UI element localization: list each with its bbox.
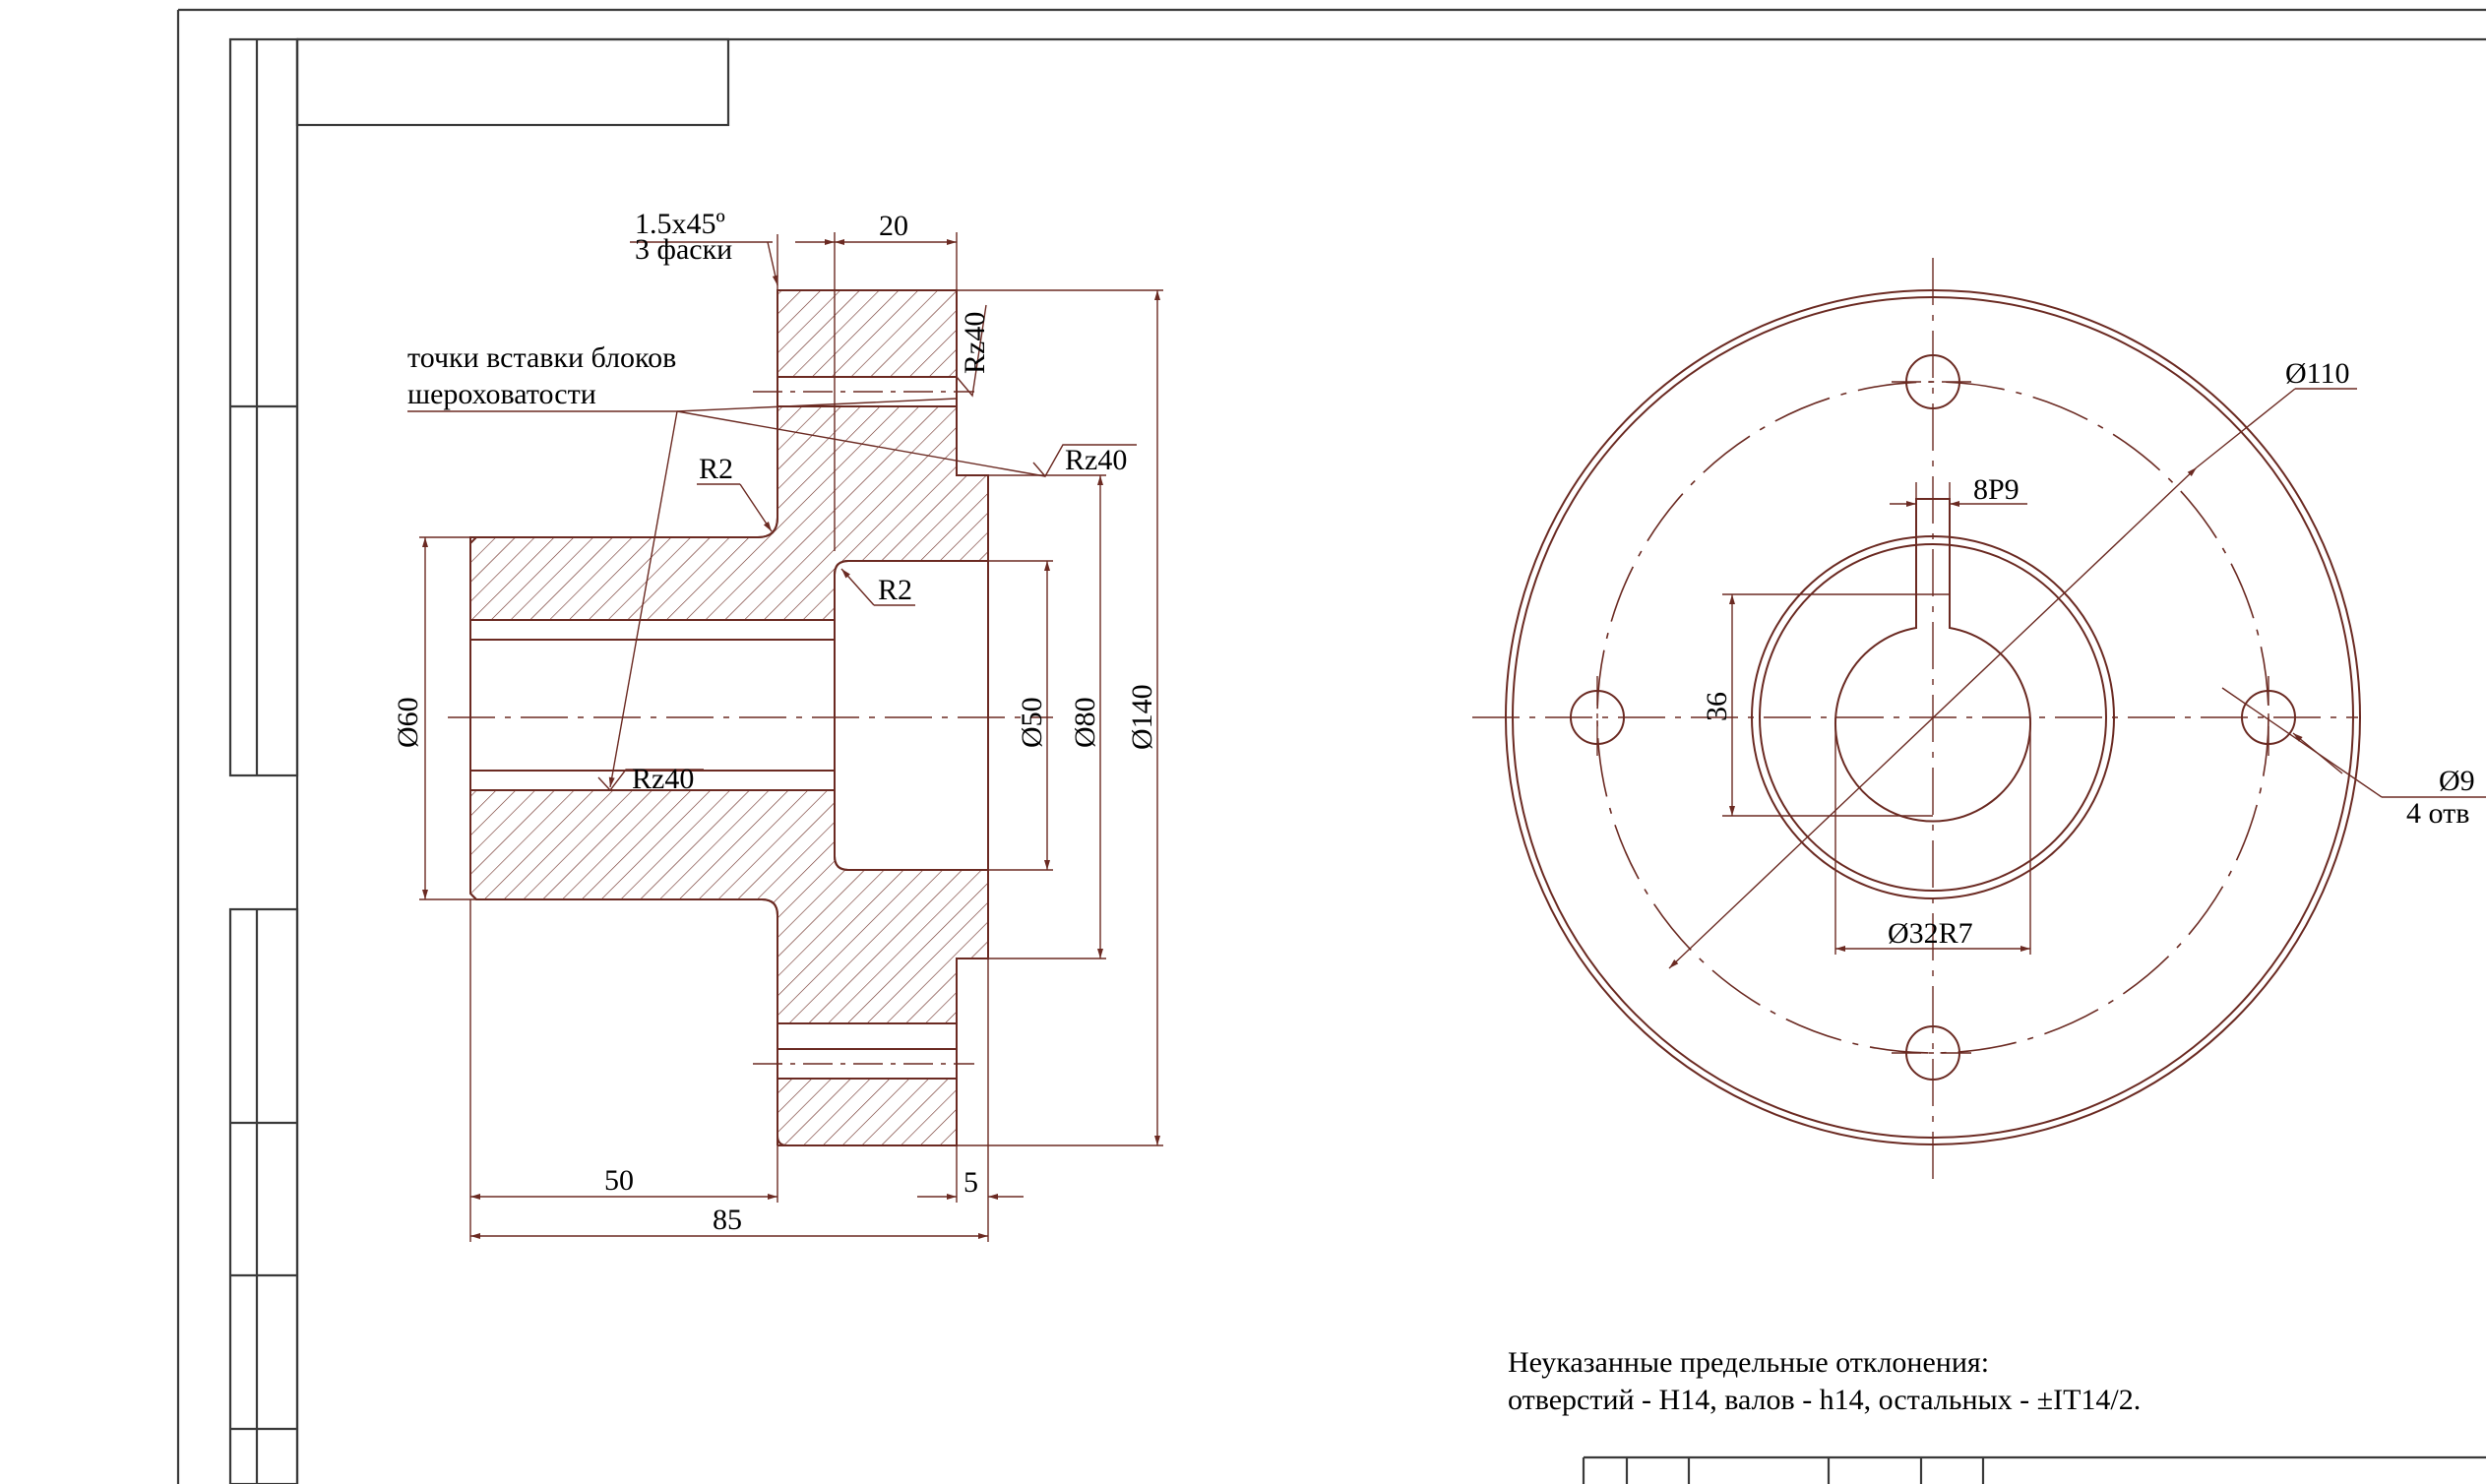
tolerance-note-line1: Неуказанные предельные отклонения: xyxy=(1508,1346,1989,1379)
roughness-right-label: Rz40 xyxy=(1065,444,1127,476)
dim-dia-80-label: Ø80 xyxy=(1069,697,1101,748)
flange-bottom-hatch xyxy=(777,1078,958,1146)
outer-chamfer-circle xyxy=(1512,296,2354,1139)
dim-dia-110 xyxy=(1668,388,2357,969)
dim-hole-dia-label: Ø9 xyxy=(2439,765,2475,797)
front-view: Ø110 8P9 36 Ø32R7 Ø9 4 от xyxy=(1472,258,2486,1179)
radius-top-label: R2 xyxy=(699,453,733,485)
section-outline xyxy=(469,289,989,1146)
dim-dia-50 xyxy=(988,560,1053,871)
dim-20 xyxy=(795,232,958,551)
dim-dia-80 xyxy=(988,474,1106,959)
roughness-top-symbol xyxy=(956,304,987,398)
dim-keyway-depth xyxy=(1722,593,1950,817)
dim-dia-110-label: Ø110 xyxy=(2285,357,2350,390)
sheet-frame xyxy=(176,8,2486,1484)
dim-keyway-width-label: 8P9 xyxy=(1973,473,2020,506)
radius-inner-leader xyxy=(840,568,915,606)
radius-top-leader xyxy=(697,483,773,532)
dim-85-label: 85 xyxy=(713,1204,742,1236)
section-view: 1.5x45º 3 фаски 20 Rz40 точки вставки бл… xyxy=(392,208,1163,1242)
dim-50 xyxy=(469,899,778,1242)
insert-points-leaders xyxy=(407,398,1046,788)
dim-dia-140-label: Ø140 xyxy=(1126,684,1158,750)
insert-points-line2: шероховатости xyxy=(407,378,596,410)
roughness-right-symbol xyxy=(1032,444,1137,478)
mounting-holes xyxy=(1570,354,2296,1081)
dim-50-label: 50 xyxy=(604,1164,634,1197)
insert-points-line1: точки вставки блоков xyxy=(407,341,676,374)
chamfer-count-label: 3 фаски xyxy=(635,233,732,266)
dim-hole-dia xyxy=(2221,687,2486,798)
dim-keyway-depth-label: 36 xyxy=(1701,692,1733,721)
hub-bottom-hatch xyxy=(469,789,989,1024)
dim-dia-50-label: Ø50 xyxy=(1016,697,1048,748)
dim-dia-60 xyxy=(419,536,476,900)
dim-bore-dia xyxy=(1834,717,2031,955)
dim-keyway-width xyxy=(1890,482,2027,507)
chamfer-label: 1.5x45º xyxy=(635,208,725,240)
dim-5 xyxy=(917,1145,1024,1203)
dim-bore-dia-label: Ø32R7 xyxy=(1888,917,1973,950)
outer-circle xyxy=(1505,289,2361,1145)
roughness-bore-symbol xyxy=(597,769,704,792)
roughness-bore-label: Rz40 xyxy=(632,763,694,795)
dim-5-label: 5 xyxy=(963,1166,978,1199)
chamfer-leader xyxy=(630,234,778,290)
flange-top-hatch xyxy=(777,289,958,378)
dim-hole-count-label: 4 отв xyxy=(2406,797,2469,830)
dim-dia-140 xyxy=(957,289,1163,1146)
tolerance-note-line2: отверстий - H14, валов - h14, остальных … xyxy=(1508,1384,2141,1416)
roughness-top-label: Rz40 xyxy=(959,312,991,374)
dim-20-label: 20 xyxy=(879,210,908,242)
dim-dia-60-label: Ø60 xyxy=(392,697,424,748)
radius-inner-label: R2 xyxy=(878,574,912,606)
